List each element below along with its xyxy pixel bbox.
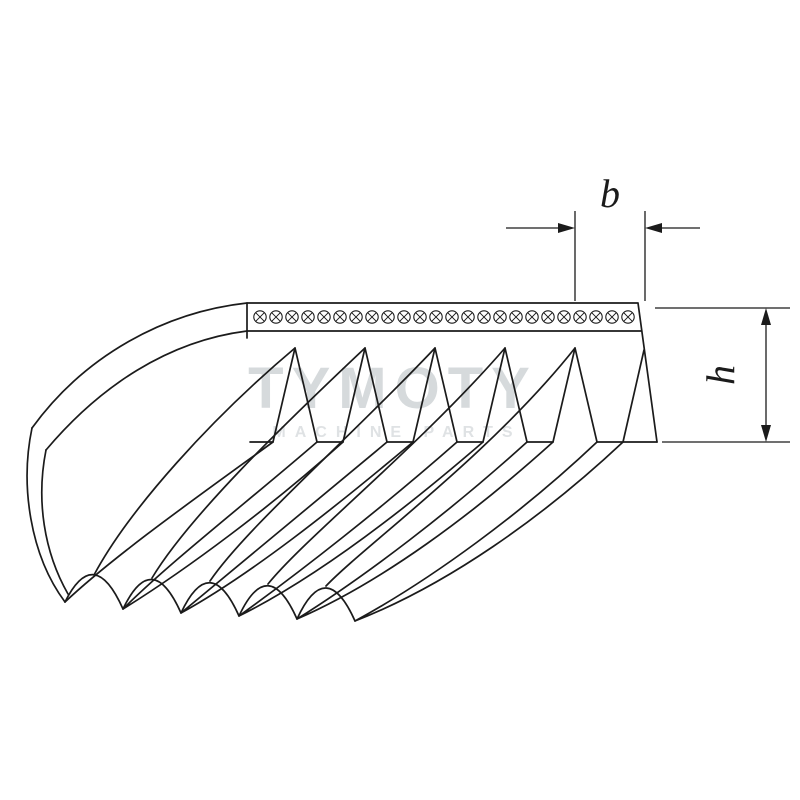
dimension-b-extension-lines	[574, 211, 646, 301]
belt-outline-path	[246, 302, 658, 443]
belt-back-curve	[31, 302, 248, 451]
watermark-title: TYMOTY	[248, 356, 538, 421]
belt-rib-flank-curves	[64, 441, 624, 622]
dimension-h: h	[655, 307, 790, 443]
hatch-band-fill	[252, 304, 636, 330]
dimension-b-arrow-right	[558, 223, 575, 233]
watermark-subtitle: MACHINE PARTS	[272, 424, 521, 441]
dimension-h-arrow-up	[761, 308, 771, 325]
belt-end-arcs	[26, 427, 69, 603]
belt-groove-curves	[93, 347, 576, 587]
dimension-b-arrow-left	[645, 223, 662, 233]
watermark: TYMOTY MACHINE PARTS	[248, 356, 538, 441]
dimension-b: b	[506, 171, 700, 301]
dimension-h-extension-lines	[655, 307, 790, 443]
dimension-b-label: b	[600, 171, 620, 216]
belt-perspective	[26, 302, 624, 622]
dimension-h-arrow-down	[761, 425, 771, 442]
hatch-band	[252, 304, 636, 330]
dimension-h-label: h	[698, 365, 743, 385]
